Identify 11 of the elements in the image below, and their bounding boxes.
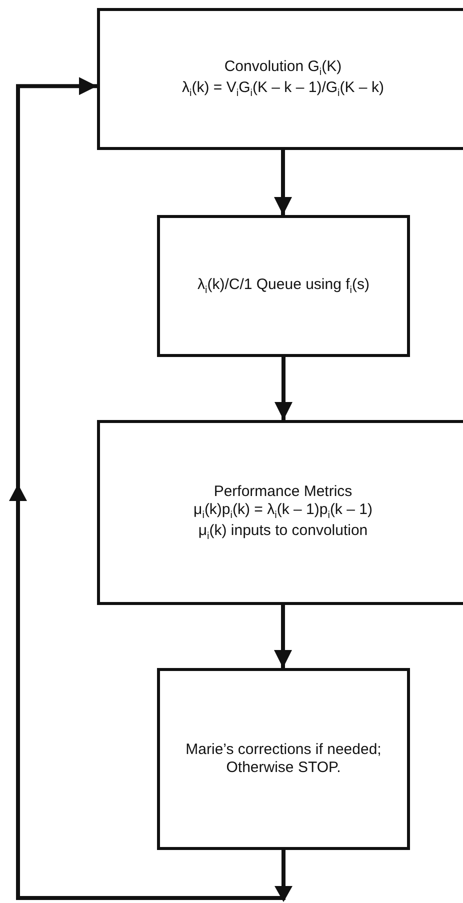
box-text: μ$_{i}$(k)p$_{i}$(k) = λ$_{i}$(k – 1)p$_{i}$(k – 1) (194, 500, 372, 522)
process-box (97, 420, 463, 605)
process-box (97, 8, 463, 150)
process-box (157, 215, 410, 357)
process-box (157, 668, 410, 850)
box-text: Performance Metrics (214, 482, 352, 500)
box-text: Convolution G$_{i}$(K) (224, 58, 342, 79)
box-text: λ$_{i}$(k) = V$_{i}$G$_{i}$(K – k – 1)/G$_{i}$(K – k) (182, 79, 384, 100)
box-text: μ$_{i}$(k) inputs to convolution (198, 522, 368, 542)
box-text: Marie’s corrections if needed; Otherwise STOP. (184, 741, 382, 777)
box-text: λ$_{i}$(k)/C/1 Queue using f$_{i}$(s) (197, 276, 370, 296)
